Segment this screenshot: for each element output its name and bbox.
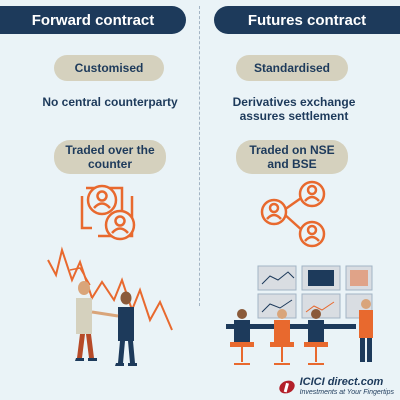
exchange-settlement-text: Derivatives exchange assures settlement [232, 95, 356, 123]
icici-direct-logo: ICICI direct.com Investments at Your Fin… [278, 377, 394, 396]
customised-pill: Customised [54, 55, 164, 81]
brand-name: ICICI direct.com [299, 376, 384, 388]
person-network-icon [80, 184, 136, 241]
forward-contract-header: Forward contract [0, 6, 186, 34]
no-central-counterparty-text: No central counterparty [42, 95, 178, 109]
traded-nse-bse-pill: Traded on NSE and BSE [236, 140, 348, 174]
brand-tagline: Investments at Your Fingertips [299, 389, 394, 396]
icici-logo-icon [278, 380, 295, 393]
negotiation-illustration [47, 246, 173, 366]
futures-contract-header: Futures contract [214, 6, 400, 34]
standardised-pill: Standardised [236, 55, 348, 81]
traded-otc-pill: Traded over the counter [54, 140, 166, 174]
trading-desk-illustration [226, 265, 373, 365]
column-divider [199, 6, 201, 306]
person-group-icon [260, 180, 326, 248]
